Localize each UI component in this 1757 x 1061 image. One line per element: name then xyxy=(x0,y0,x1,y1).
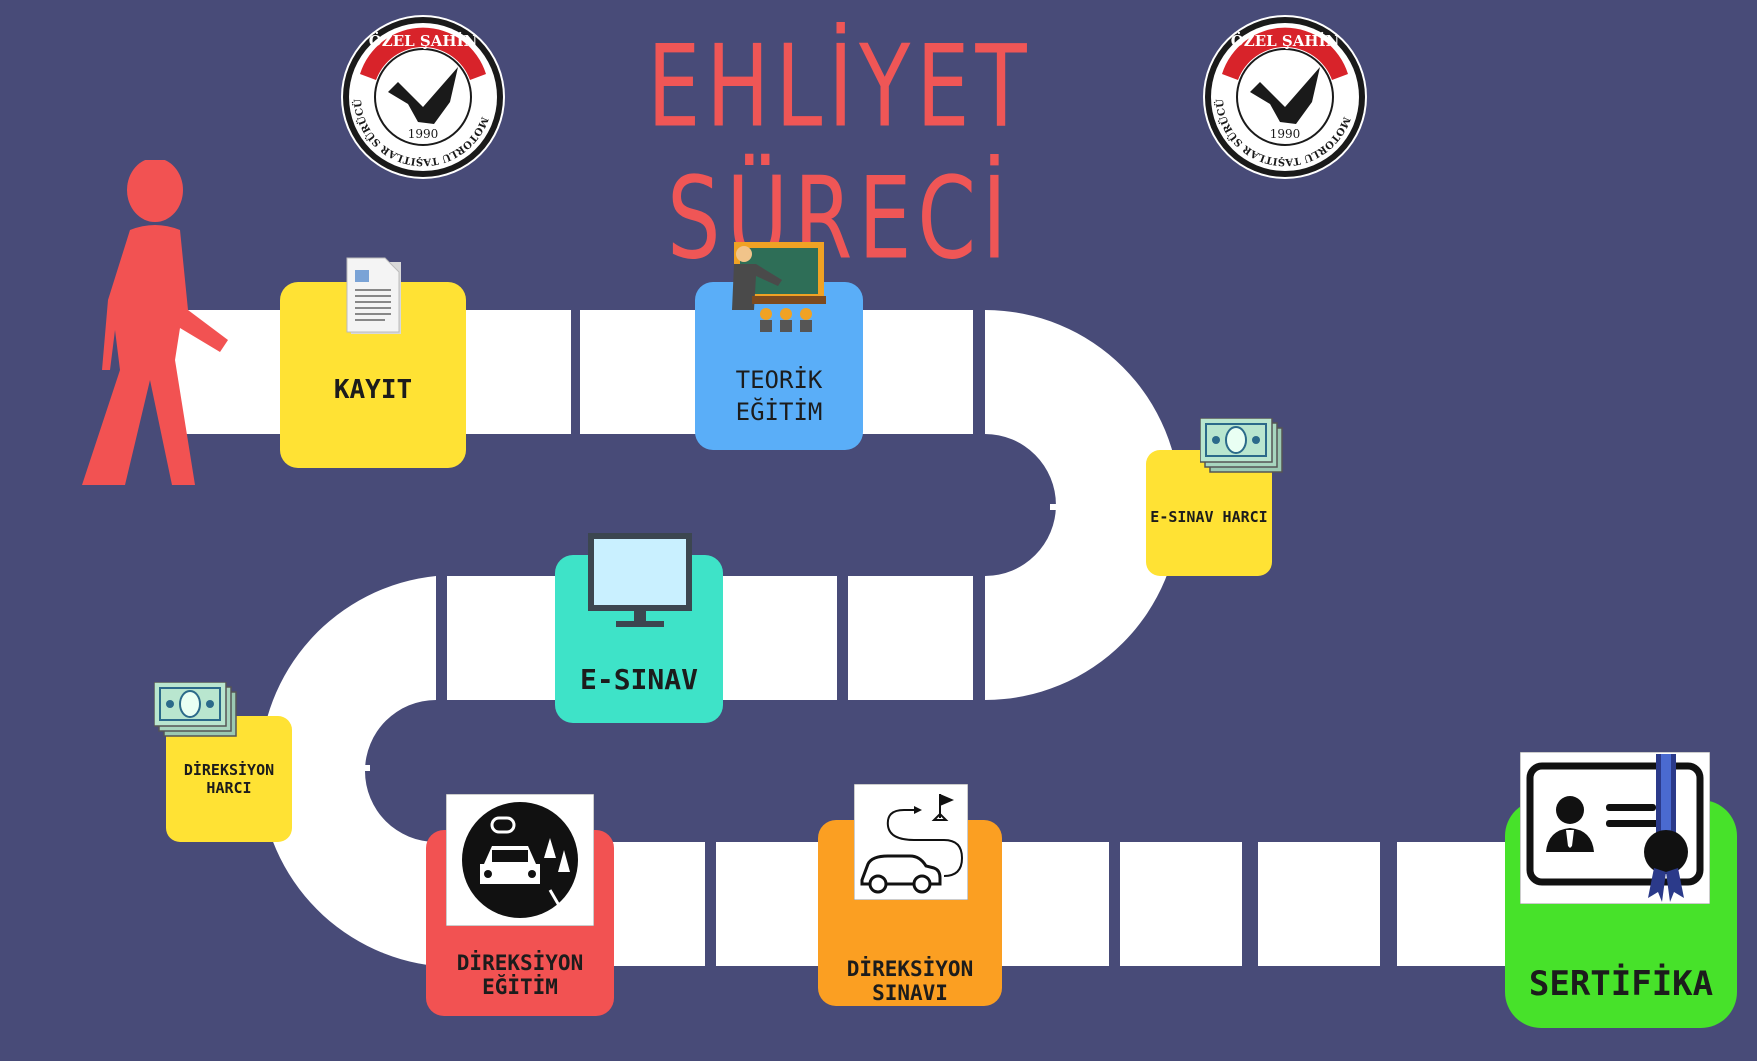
step-direksiyon-sinavi-label: DİREKSİYON SINAVI xyxy=(846,957,974,1005)
step-direksiyon-egitim-label: DİREKSİYON EĞİTİM xyxy=(456,951,584,999)
computer-monitor-icon xyxy=(588,533,692,627)
step-esinav-harci-label: E-SINAV HARCI xyxy=(1150,508,1268,526)
school-logo-left: ÖZEL ŞAHİN MOTORLU TAŞITLAR SÜRÜCÜ KURSU… xyxy=(338,12,505,179)
step-sertifika-label: SERTİFİKA xyxy=(1528,964,1714,1004)
step-direksiyon-harci-label: DİREKSİYON HARCI xyxy=(183,761,275,797)
step-teorik-label-1: TEORİK xyxy=(735,366,823,394)
certificate-license-icon xyxy=(1520,752,1710,904)
document-icon xyxy=(346,257,401,334)
step-teorik-egitim: TEORİK EĞİTİM xyxy=(695,282,863,450)
page-title: EHLİYET SÜRECİ xyxy=(647,20,1033,285)
school-logo-right: ÖZEL ŞAHİN MOTORLU TAŞITLAR SÜRÜCÜ KURSU… xyxy=(1200,12,1367,179)
walking-person-icon xyxy=(82,160,228,485)
driving-lesson-icon xyxy=(446,794,594,926)
driving-exam-route-icon xyxy=(854,784,968,900)
logo-year: 1990 xyxy=(408,127,439,141)
money-icon xyxy=(154,682,237,737)
logo-year: 1990 xyxy=(1270,127,1301,141)
step-esinav-label: E-SINAV xyxy=(579,662,698,696)
logo-top-text: ÖZEL ŞAHİN xyxy=(369,31,478,50)
money-icon xyxy=(1200,418,1283,473)
step-kayit-label: KAYIT xyxy=(333,375,413,405)
step-teorik-label-2: EĞİTİM xyxy=(735,398,823,426)
step-direksiyon-harci: DİREKSİYON HARCI xyxy=(166,716,292,842)
classroom-icon xyxy=(732,242,826,332)
logo-top-text: ÖZEL ŞAHİN xyxy=(1231,31,1340,50)
